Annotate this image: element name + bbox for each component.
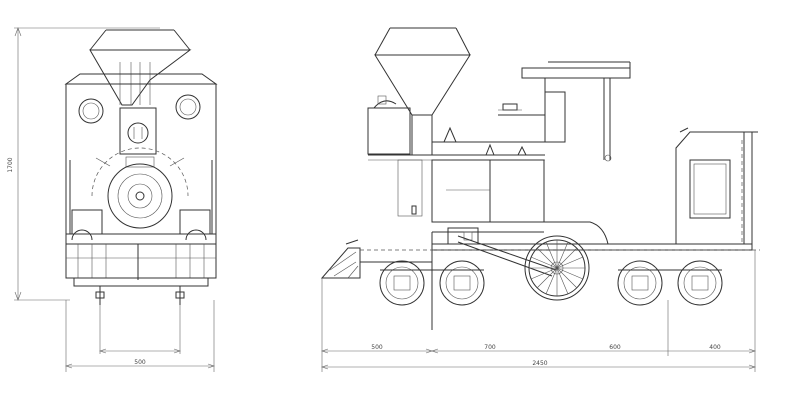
- connecting-rod: [457, 235, 557, 271]
- side-view: 500 700 600 400 2450: [320, 27, 760, 372]
- rear-bogie: [617, 260, 723, 306]
- smokebox-door: [107, 163, 173, 229]
- seg-front-label: 500: [371, 344, 383, 351]
- segment-dimensions: 500 700 600 400: [321, 344, 756, 354]
- front-view: 1700: [7, 27, 218, 372]
- gauge-dimension: [99, 305, 181, 354]
- tender-body: [544, 131, 745, 245]
- seg-4-label: 400: [709, 344, 721, 351]
- height-dim-label: 1700: [7, 157, 14, 172]
- front-pilot: [65, 243, 217, 279]
- height-dimension: 1700: [7, 27, 160, 301]
- front-window-right: [175, 94, 201, 120]
- gauge-dim-label: 500: [134, 359, 146, 366]
- front-smokestack: [89, 49, 192, 106]
- overall-length-dimension: 2450: [321, 360, 756, 370]
- side-pilot: [320, 247, 361, 279]
- front-body: [65, 83, 217, 235]
- headlamp: [119, 107, 157, 155]
- driving-wheel: [524, 235, 590, 301]
- width-dimension: 500: [65, 300, 215, 372]
- front-dome: [367, 107, 411, 155]
- front-window-left: [78, 98, 104, 124]
- front-bogie: [379, 260, 485, 306]
- boiler: [431, 159, 545, 223]
- main-frame: [431, 243, 753, 251]
- cab-roof: [521, 67, 631, 79]
- overall-length-label: 2450: [532, 360, 547, 367]
- seg-2-label: 700: [484, 344, 496, 351]
- cab-window: [689, 159, 731, 219]
- seg-3-label: 600: [609, 344, 621, 351]
- front-roof: [64, 73, 218, 85]
- side-smokestack: [374, 54, 471, 116]
- buffer-beam: [65, 233, 217, 245]
